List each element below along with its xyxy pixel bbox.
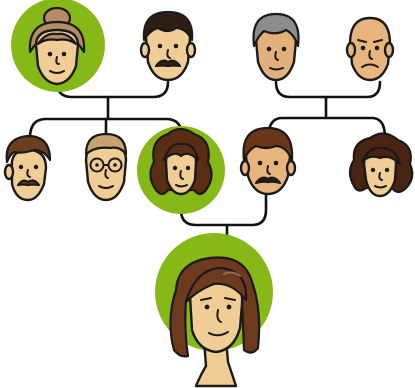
grandmother-bun-icon xyxy=(28,6,86,86)
daughter-long-hair-icon xyxy=(169,256,261,388)
grandfather-bald-icon xyxy=(345,16,395,82)
uncle-mustache-icon xyxy=(3,134,52,202)
aunt-curly-hair-icon xyxy=(348,132,414,198)
grandfather-mustache-icon xyxy=(139,10,197,82)
connector-parents xyxy=(179,190,268,227)
father-mustache-icon xyxy=(239,126,297,196)
uncle-glasses-icon xyxy=(84,132,128,202)
mother-curly-hair-icon xyxy=(149,127,213,196)
grandmother-gray-hair-icon xyxy=(252,12,300,82)
connector-paternal-grandparents xyxy=(274,80,382,99)
